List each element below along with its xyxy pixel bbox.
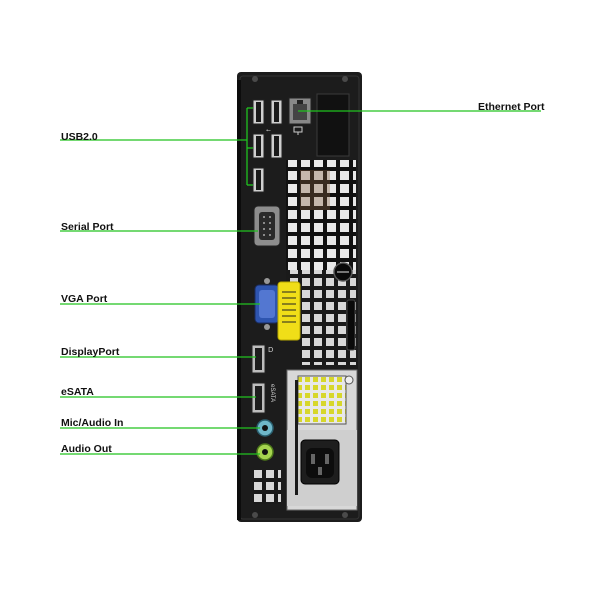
label-usb: USB2.0 xyxy=(61,131,98,143)
label-ethernet: Ethernet Port xyxy=(478,101,545,113)
screw xyxy=(342,76,348,82)
label-esata: eSATA xyxy=(61,386,94,398)
callout-lines xyxy=(60,107,541,455)
yellow-tag xyxy=(277,281,301,341)
label-displayport: DisplayPort xyxy=(61,346,120,358)
label-audio-out: Audio Out xyxy=(61,443,112,455)
screw xyxy=(252,76,258,82)
network-icon xyxy=(293,126,303,135)
usb-icon: ⭠ xyxy=(266,127,271,134)
label-mic: Mic/Audio In xyxy=(61,417,124,429)
usb-ports xyxy=(252,99,283,193)
vent-grille-upper xyxy=(286,160,356,270)
screw xyxy=(252,512,258,518)
label-serial: Serial Port xyxy=(61,221,114,233)
displayport-icon: D xyxy=(268,346,273,354)
screw xyxy=(342,512,348,518)
label-vga: VGA Port xyxy=(61,293,108,305)
esata-text: eSATA xyxy=(269,384,275,402)
